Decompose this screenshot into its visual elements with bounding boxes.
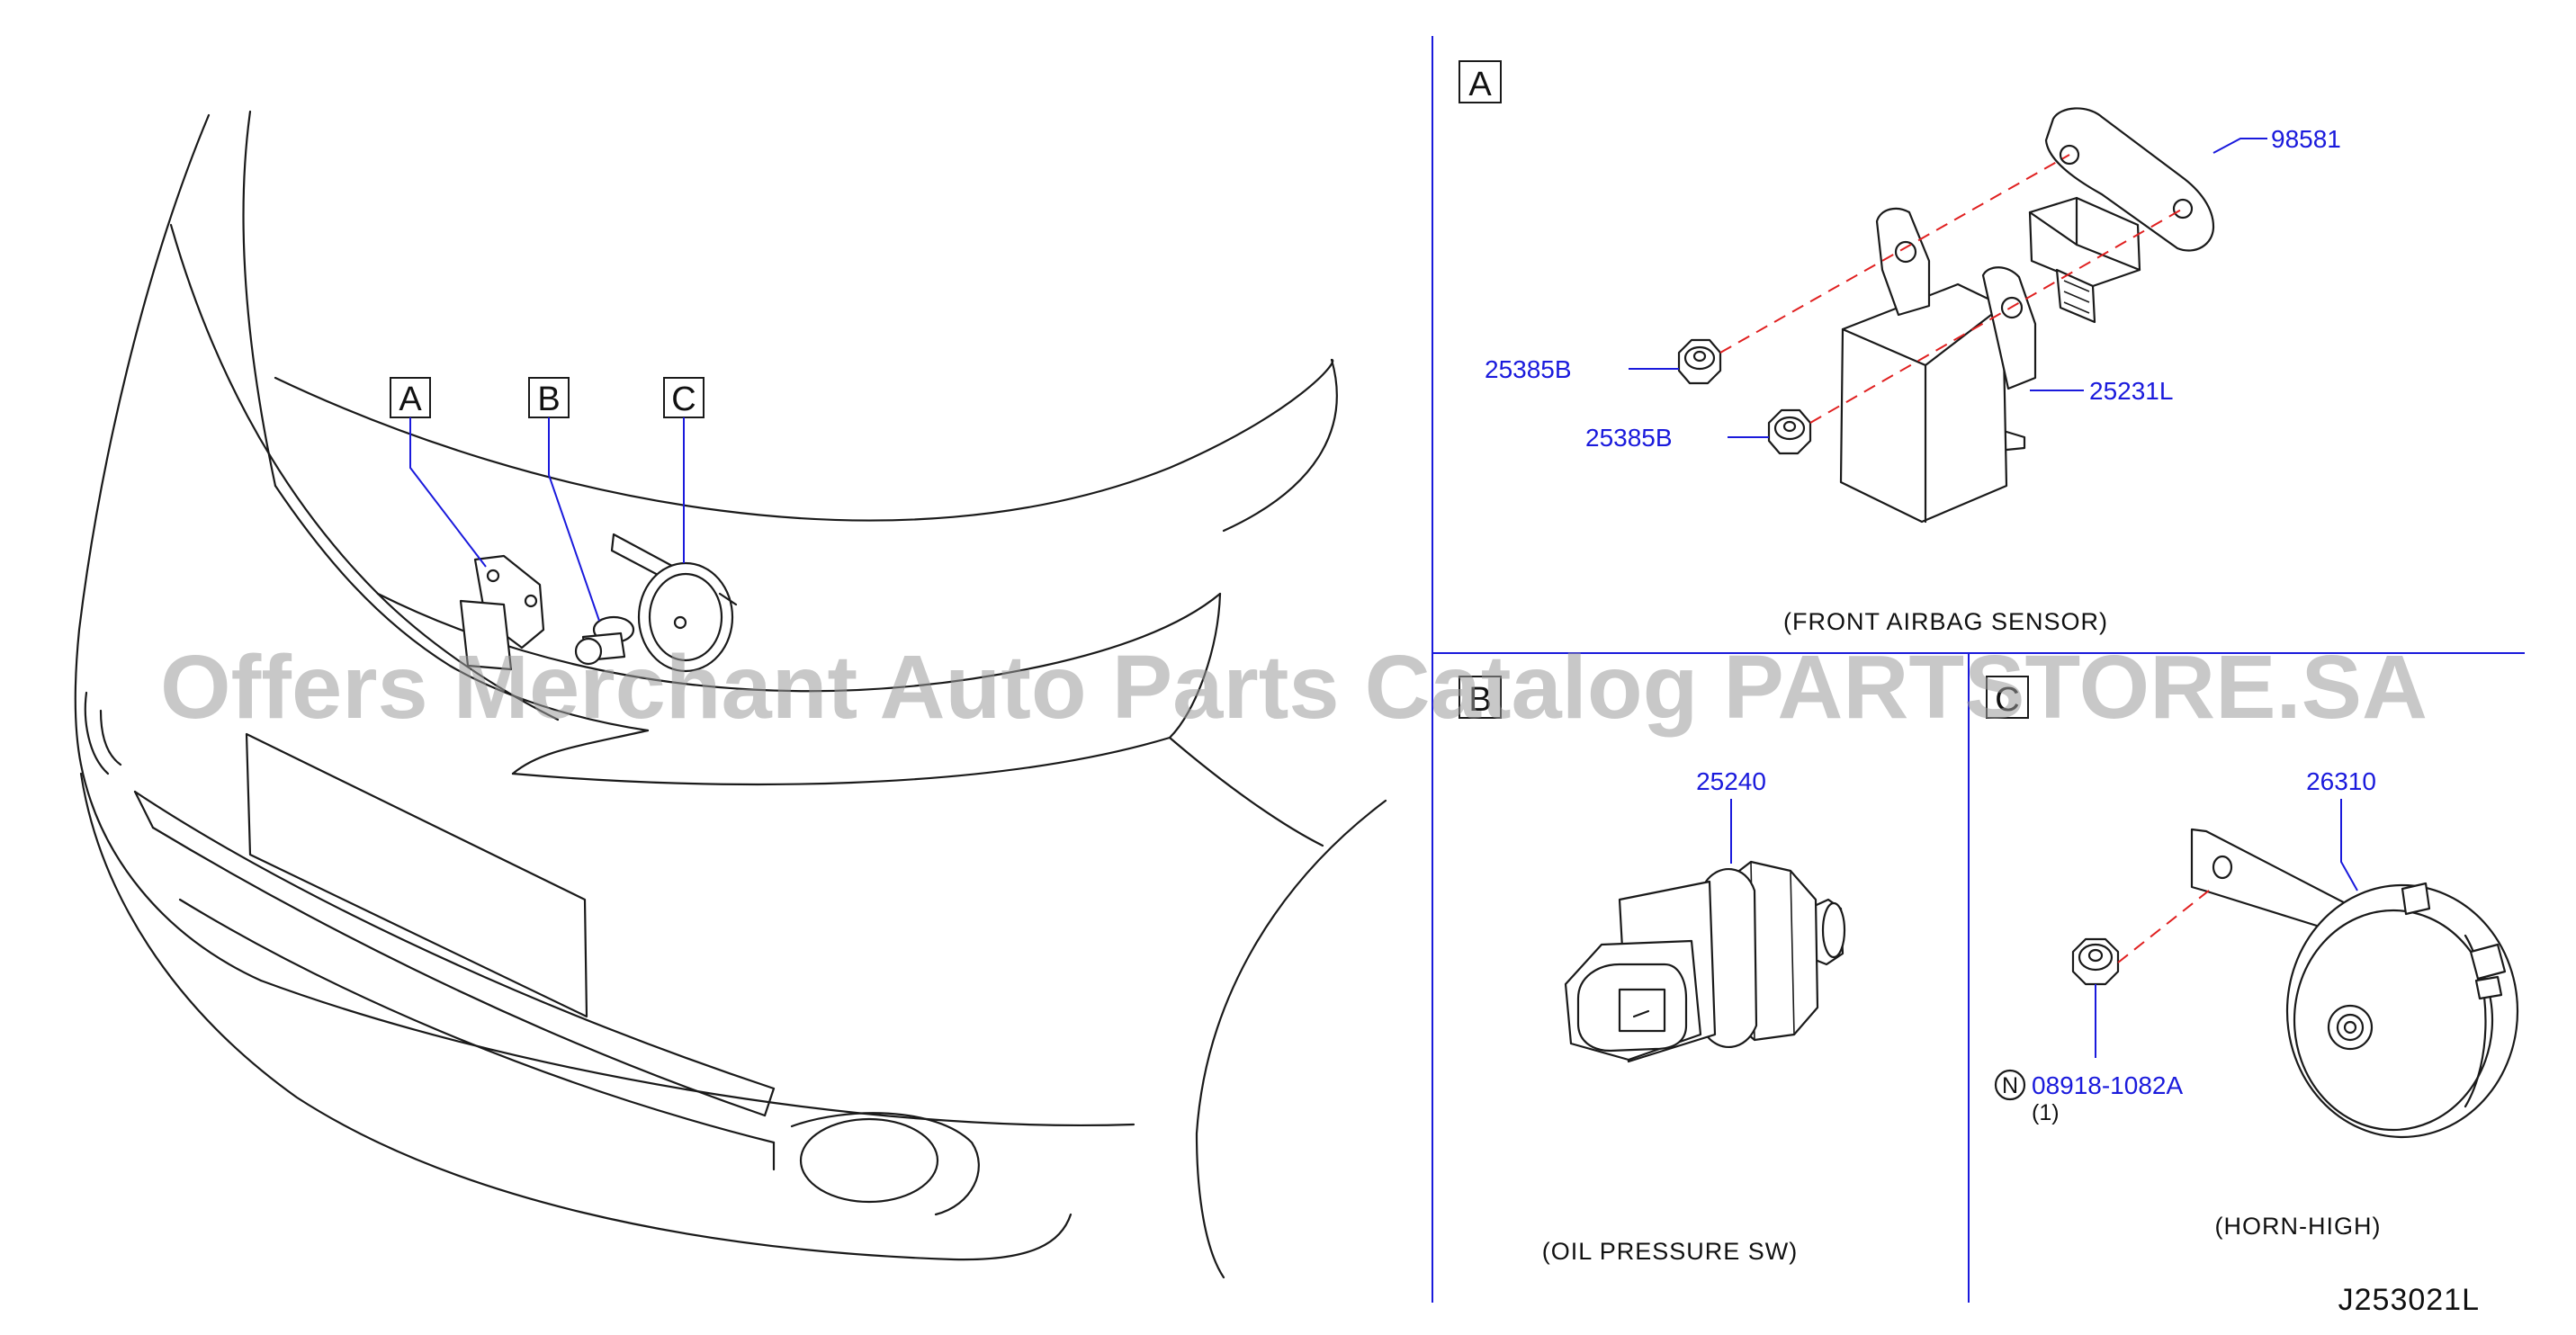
nut-25385b-upper: [1677, 338, 1722, 385]
section-c: C 26310: [1986, 676, 2519, 1240]
vehicle-front-illustration: [74, 110, 1387, 1279]
watermark-text: Offers Merchant Auto Parts Catalog PARTS…: [160, 637, 2428, 738]
part-label-08918-1082a: 08918-1082A: [2032, 1071, 2183, 1099]
part-label-25385b-upper: 25385B: [1485, 355, 1572, 383]
part-qty-08918-1082a: (1): [2032, 1100, 2060, 1125]
callout-a-label: A: [399, 381, 422, 418]
overview-callout-a: A: [390, 377, 487, 568]
section-b-caption: (OIL PRESSURE SW): [1542, 1238, 1799, 1265]
n-marker-label: N: [2002, 1073, 2018, 1098]
nut-08918-1082a: [2071, 937, 2120, 986]
section-a-caption: (FRONT AIRBAG SENSOR): [1783, 608, 2108, 635]
section-c-caption: (HORN-HIGH): [2215, 1213, 2382, 1240]
part-label-25240: 25240: [1696, 767, 1766, 795]
diagram-code: J253021L: [2338, 1283, 2480, 1317]
callout-c-label: C: [671, 381, 696, 418]
section-a: A: [1459, 60, 2341, 635]
overview-horn: [610, 533, 738, 673]
section-a-letter: A: [1468, 66, 1492, 103]
callout-b-label: B: [537, 381, 560, 418]
section-b: B 25240 (OIL PRESSURE SW): [1459, 676, 1846, 1265]
part-label-26310: 26310: [2306, 767, 2376, 795]
overview-callout-b: B: [528, 377, 600, 622]
part-label-25231l: 25231L: [2089, 377, 2173, 405]
part-label-98581: 98581: [2271, 125, 2341, 153]
n-marker: N: [1994, 1069, 2026, 1101]
nut-25385b-lower: [1767, 408, 1812, 455]
section-b-letter: B: [1468, 681, 1491, 719]
overview-oil-pressure-switch: [574, 615, 635, 666]
horn-26310: [2190, 828, 2519, 1139]
overview-airbag-sensor: [459, 554, 545, 671]
bracket-25231l: [1839, 207, 2037, 524]
overview-callout-c: C: [663, 377, 705, 563]
oil-pressure-switch-25240: [1564, 860, 1846, 1063]
panel-dividers: [1432, 36, 2525, 1303]
airbag-sensor-98581: [2028, 107, 2215, 324]
section-c-letter: C: [1995, 681, 2019, 719]
part-label-25385b-lower: 25385B: [1585, 424, 1673, 452]
